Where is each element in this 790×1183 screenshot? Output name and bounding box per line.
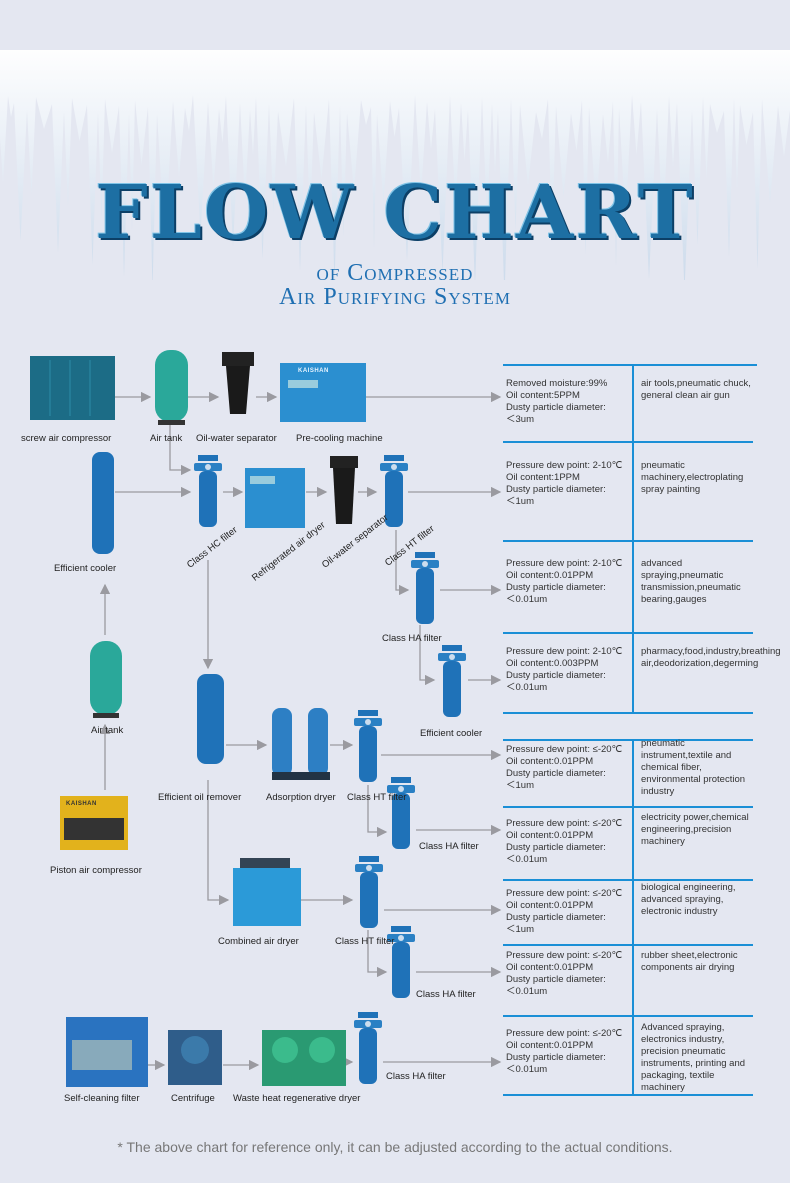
label-class-ha-filter-2: Class HA filter <box>419 841 479 852</box>
efficient-cooler-filter-icon <box>438 645 466 717</box>
flow-lines <box>99 391 502 1071</box>
air-tank-icon <box>155 350 188 425</box>
application-cell: pneumatic instrument,textile and chemica… <box>641 738 746 797</box>
spec-cell: Pressure dew point: 2-10℃ Oil content:1P… <box>506 460 623 507</box>
label-efficient-cooler-2: Efficient cooler <box>420 728 483 739</box>
application-cell: electricity power,chemical engineering,p… <box>641 812 749 847</box>
application-cell: Advanced spraying, electronics industry,… <box>641 1022 746 1093</box>
spec-table-grid <box>503 364 757 1096</box>
piston-compressor-icon <box>60 796 128 850</box>
brand-label-piston-compressor: KAISHAN <box>66 801 97 807</box>
label-air-tank: Air tank <box>150 433 183 444</box>
page-title: FLOW CHART <box>95 170 695 256</box>
oil-water-separator-2-icon <box>330 456 358 524</box>
subtitle-line-2: Air Purifying System <box>279 284 511 310</box>
oil-water-separator-icon <box>222 352 254 414</box>
label-class-ha-filter-4: Class HA filter <box>386 1071 446 1082</box>
class-ht-filter-3-icon <box>355 856 383 928</box>
brand-label-pre-cooling: KAISHAN <box>298 368 329 374</box>
label-air-tank-2: Air tank <box>91 725 124 736</box>
application-cell: biological engineering, advanced sprayin… <box>641 882 736 917</box>
application-cell: air tools,pneumatic chuck, general clean… <box>641 378 751 401</box>
spec-cell: Removed moisture:99% Oil content:5PPM Du… <box>506 378 608 425</box>
label-pre-cooling: Pre-cooling machine <box>296 433 383 444</box>
application-cell: pharmacy,food,industry,breathing air,deo… <box>641 646 781 669</box>
screw-compressor-icon <box>30 356 115 420</box>
label-piston-compressor: Piston air compressor <box>50 865 142 876</box>
class-hc-filter-icon <box>194 455 222 527</box>
label-combined-dryer: Combined air dryer <box>218 936 299 947</box>
label-oil-water-separator: Oil-water separator <box>196 433 277 444</box>
class-ht-filter-2-icon <box>354 710 382 782</box>
self-cleaning-filter-icon <box>66 1017 148 1087</box>
efficient-oil-remover-icon <box>197 674 224 764</box>
footnote: * The above chart for reference only, it… <box>117 1139 673 1155</box>
spec-cell: Pressure dew point: 2-10℃ Oil content:0.… <box>506 646 623 693</box>
spec-cell: Pressure dew point: ≤-20℃ Oil content:0.… <box>506 1028 623 1075</box>
icicle-banner <box>0 0 790 280</box>
label-centrifuge: Centrifuge <box>171 1093 215 1104</box>
adsorption-dryer-icon <box>272 708 330 780</box>
class-ha-filter-icon <box>411 552 439 624</box>
label-efficient-cooler: Efficient cooler <box>54 563 117 574</box>
class-ha-filter-2-icon <box>387 777 415 849</box>
spec-cell: Pressure dew point: ≤-20℃ Oil content:0.… <box>506 744 623 791</box>
waste-heat-dryer-icon <box>262 1030 346 1086</box>
refrigerated-dryer-icon <box>245 468 305 528</box>
spec-cell: Pressure dew point: ≤-20℃ Oil content:0.… <box>506 888 623 935</box>
air-tank-2-icon <box>90 641 122 718</box>
centrifuge-icon <box>168 1030 222 1085</box>
application-cell: advanced spraying,pneumatic transmission… <box>641 558 741 605</box>
efficient-cooler-icon <box>92 452 114 554</box>
label-screw-compressor: screw air compressor <box>21 433 112 444</box>
label-class-ha-filter: Class HA filter <box>382 633 442 644</box>
subtitle-line-1: of Compressed <box>316 260 474 286</box>
label-adsorption-dryer: Adsorption dryer <box>266 792 336 803</box>
application-cell: rubber sheet,electronic components air d… <box>641 950 738 973</box>
spec-cell: Pressure dew point: ≤-20℃ Oil content:0.… <box>506 818 623 865</box>
label-self-cleaning-filter: Self-cleaning filter <box>64 1093 140 1104</box>
class-ha-filter-4-icon <box>354 1012 382 1084</box>
label-class-ht-filter-3: Class HT filter <box>335 936 395 947</box>
pre-cooling-machine-icon <box>280 363 366 422</box>
spec-cell: Pressure dew point: 2-10℃ Oil content:0.… <box>506 558 623 605</box>
label-class-ht-filter-2: Class HT filter <box>347 792 407 803</box>
spec-cell: Pressure dew point: ≤-20℃ Oil content:0.… <box>506 950 623 997</box>
label-class-ha-filter-3: Class HA filter <box>416 989 476 1000</box>
label-waste-heat-dryer: Waste heat regenerative dryer <box>233 1093 361 1104</box>
label-efficient-oil-remover: Efficient oil remover <box>158 792 242 803</box>
application-cell: pneumatic machinery,electroplating spray… <box>641 460 744 495</box>
combined-dryer-icon <box>233 858 301 926</box>
